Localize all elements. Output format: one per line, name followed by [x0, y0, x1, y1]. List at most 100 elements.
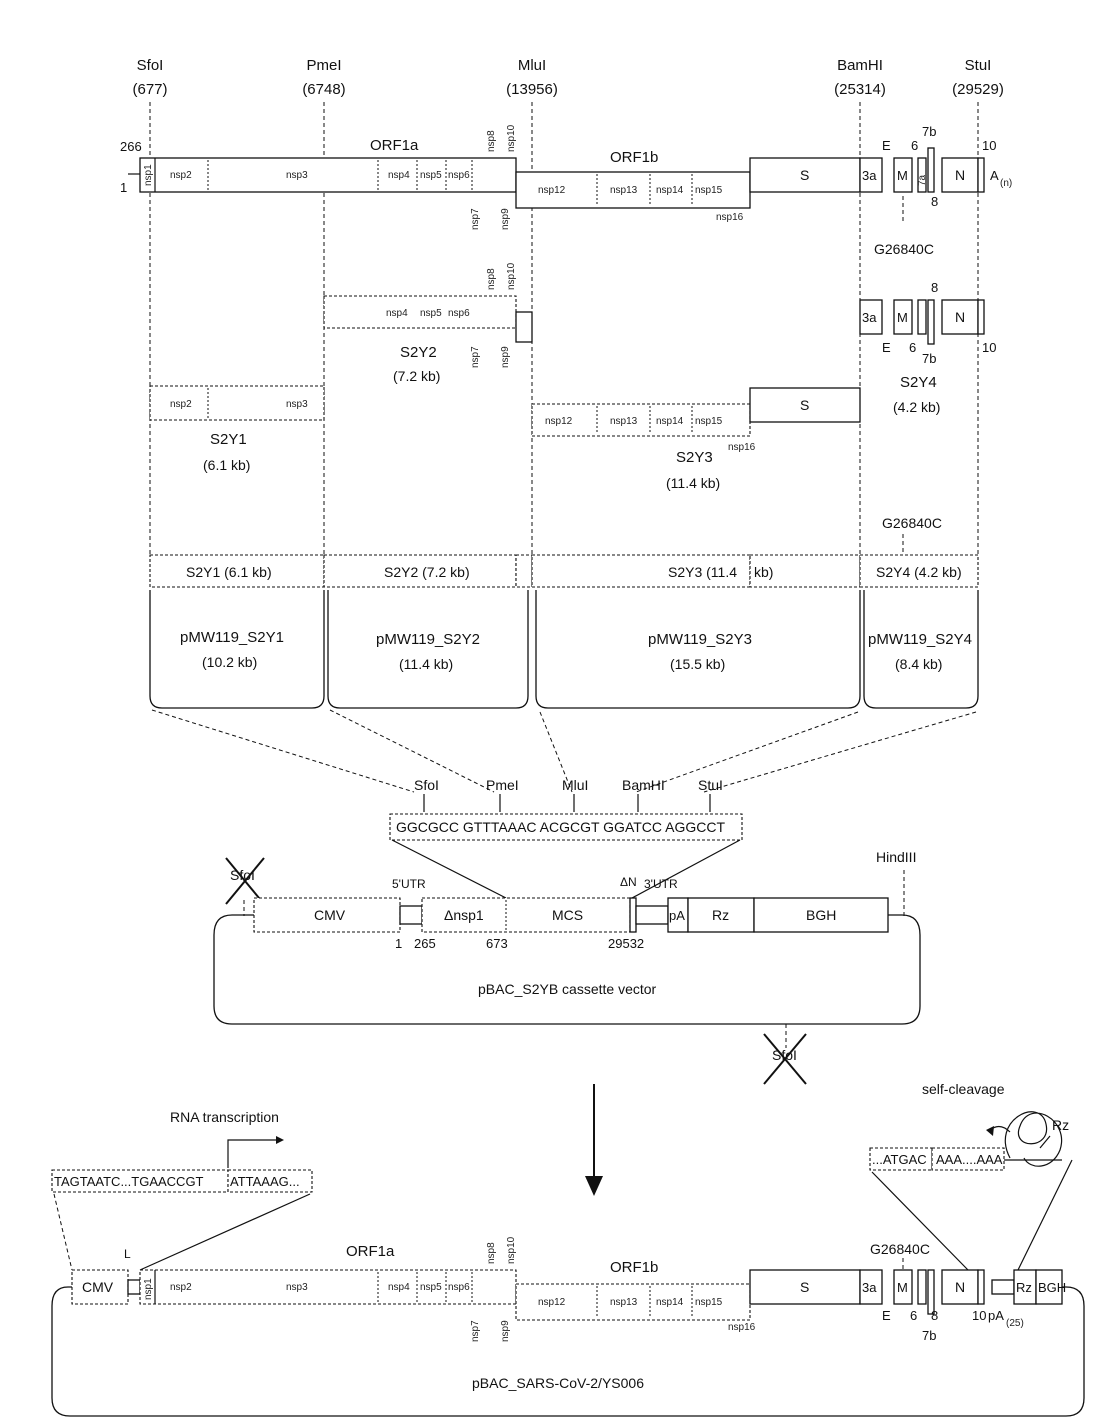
- mutation-label: G26840C: [874, 241, 934, 257]
- final-nsp2: nsp2: [170, 1282, 192, 1293]
- cassette-n29532: 29532: [608, 936, 644, 951]
- final-n: N: [955, 1279, 965, 1295]
- nsp12-label: nsp12: [538, 185, 566, 196]
- clone-p4-size: (8.4 kb): [895, 656, 942, 672]
- final-pa: pA: [988, 1308, 1004, 1323]
- bar-s2y3-a: S2Y3 (11.4: [668, 564, 737, 580]
- bar-s2y1: S2Y1 (6.1 kb): [186, 564, 272, 580]
- nsp14-label: nsp14: [656, 185, 684, 196]
- final-7b: 7b: [922, 1328, 936, 1343]
- final-nsp14: nsp14: [656, 1297, 684, 1308]
- final-cmv: CMV: [82, 1279, 114, 1295]
- final-nsp9: nsp9: [500, 1320, 511, 1342]
- pos-1: 1: [120, 180, 127, 195]
- restriction-site-headers: SfoI (677) PmeI (6748) MluI (13956) BamH…: [132, 57, 1003, 98]
- s2y2-nsp10: nsp10: [506, 262, 517, 290]
- s2y2-nsp7: nsp7: [470, 346, 481, 368]
- nsp15-label: nsp15: [695, 185, 723, 196]
- s2y4-6: 6: [909, 340, 916, 355]
- s2y2-nsp5: nsp5: [420, 308, 442, 319]
- s2y3-nsp15: nsp15: [695, 416, 723, 427]
- nsp16-label: nsp16: [716, 212, 744, 223]
- cassette-cmv: CMV: [314, 907, 346, 923]
- pos-266: 266: [120, 139, 142, 154]
- utr5: 5'UTR: [392, 877, 426, 891]
- gene-10: 10: [982, 138, 996, 153]
- down-arrow: [585, 1084, 603, 1196]
- clone-row: S2Y1 (6.1 kb) S2Y2 (7.2 kb) S2Y3 (11.4 k…: [150, 555, 978, 708]
- fragment-s2y2: nsp4 nsp5 nsp6 nsp8 nsp10 nsp7 nsp9 S2Y2…: [324, 262, 532, 384]
- final-nsp13: nsp13: [610, 1297, 638, 1308]
- s2y3-nsp12: nsp12: [545, 416, 573, 427]
- mcs-stui: StuI: [698, 777, 723, 793]
- s2y4-m: M: [897, 310, 908, 325]
- orf1a-label: ORF1a: [370, 137, 419, 154]
- s2y3-size: (11.4 kb): [666, 475, 720, 491]
- final-10: 10: [972, 1308, 986, 1323]
- final-nsp3: nsp3: [286, 1282, 308, 1293]
- final-3a: 3a: [862, 1280, 877, 1295]
- self-cleavage: self-cleavage: [922, 1081, 1005, 1097]
- final-bgh: BGH: [1038, 1280, 1066, 1295]
- site-stui-position: (29529): [952, 81, 1004, 98]
- site-pmei: PmeI: [306, 57, 341, 74]
- bar-s2y3-b: kb): [754, 564, 773, 580]
- s2y3-name: S2Y3: [676, 449, 713, 466]
- clone-p3-size: (15.5 kb): [670, 656, 725, 672]
- final-6: 6: [910, 1308, 917, 1323]
- bar-s2y2: S2Y2 (7.2 kb): [384, 564, 470, 580]
- final-s: S: [800, 1279, 809, 1295]
- final-m: M: [897, 1280, 908, 1295]
- nsp3-label: nsp3: [286, 170, 308, 181]
- site-bamhi-position: (25314): [834, 81, 886, 98]
- final-orf1a: ORF1a: [346, 1243, 395, 1260]
- s2y3-nsp13: nsp13: [610, 416, 638, 427]
- s2y1-name: S2Y1: [210, 431, 247, 448]
- s2y3-nsp16: nsp16: [728, 442, 756, 453]
- gene-6: 6: [911, 138, 918, 153]
- final-mutation: G26840C: [870, 1241, 930, 1257]
- nsp13-label: nsp13: [610, 185, 638, 196]
- seq-polya: AAA....AAA: [936, 1152, 1003, 1167]
- poly-a: A: [990, 168, 999, 183]
- gene-s: S: [800, 167, 809, 183]
- final-8: 8: [931, 1308, 938, 1323]
- mcs-sequence: GGCGCC GTTTAAAC ACGCGT GGATCC AGGCCT: [396, 819, 725, 835]
- final-nsp10: nsp10: [506, 1236, 517, 1264]
- gene-7a: 7a: [917, 174, 928, 186]
- s2y4-3a: 3a: [862, 310, 877, 325]
- mutation-label-2: G26840C: [882, 515, 942, 531]
- gene-8: 8: [931, 194, 938, 209]
- cassette-n1: 1: [395, 936, 402, 951]
- clone-p1: pMW119_S2Y1: [180, 629, 284, 646]
- seq-right: ATTAAAG...: [230, 1174, 300, 1189]
- utr3: 3'UTR: [644, 877, 678, 891]
- nsp7-label: nsp7: [470, 208, 481, 230]
- final-nsp6: nsp6: [448, 1282, 470, 1293]
- delta-n: ΔN: [620, 875, 637, 889]
- fragment-s2y1: nsp2 nsp3 S2Y1 (6.1 kb): [150, 386, 324, 473]
- final-nsp4: nsp4: [388, 1282, 410, 1293]
- cassette-rz: Rz: [712, 907, 729, 923]
- final-nsp12: nsp12: [538, 1297, 566, 1308]
- s2y4-7b: 7b: [922, 351, 936, 366]
- hindiii: HindIII: [876, 849, 916, 865]
- nsp6-label: nsp6: [448, 170, 470, 181]
- s2y4-size: (4.2 kb): [893, 399, 940, 415]
- s2y2-nsp6: nsp6: [448, 308, 470, 319]
- site-stui: StuI: [965, 57, 992, 74]
- final-nsp7: nsp7: [470, 1320, 481, 1342]
- clone-p2-size: (11.4 kb): [399, 656, 453, 672]
- mcs-mlui: MluI: [562, 777, 588, 793]
- s2y2-nsp9: nsp9: [500, 346, 511, 368]
- bar-s2y4: S2Y4 (4.2 kb): [876, 564, 962, 580]
- final-nsp1: nsp1: [143, 1278, 154, 1300]
- final-l: L: [124, 1247, 131, 1261]
- gene-e: E: [882, 138, 891, 153]
- s2y4-8: 8: [931, 280, 938, 295]
- s2y1-size: (6.1 kb): [203, 457, 250, 473]
- s2y4-n: N: [955, 309, 965, 325]
- poly-a-sub: (n): [1000, 178, 1012, 189]
- final-rz: Rz: [1016, 1280, 1032, 1295]
- gene-m: M: [897, 168, 908, 183]
